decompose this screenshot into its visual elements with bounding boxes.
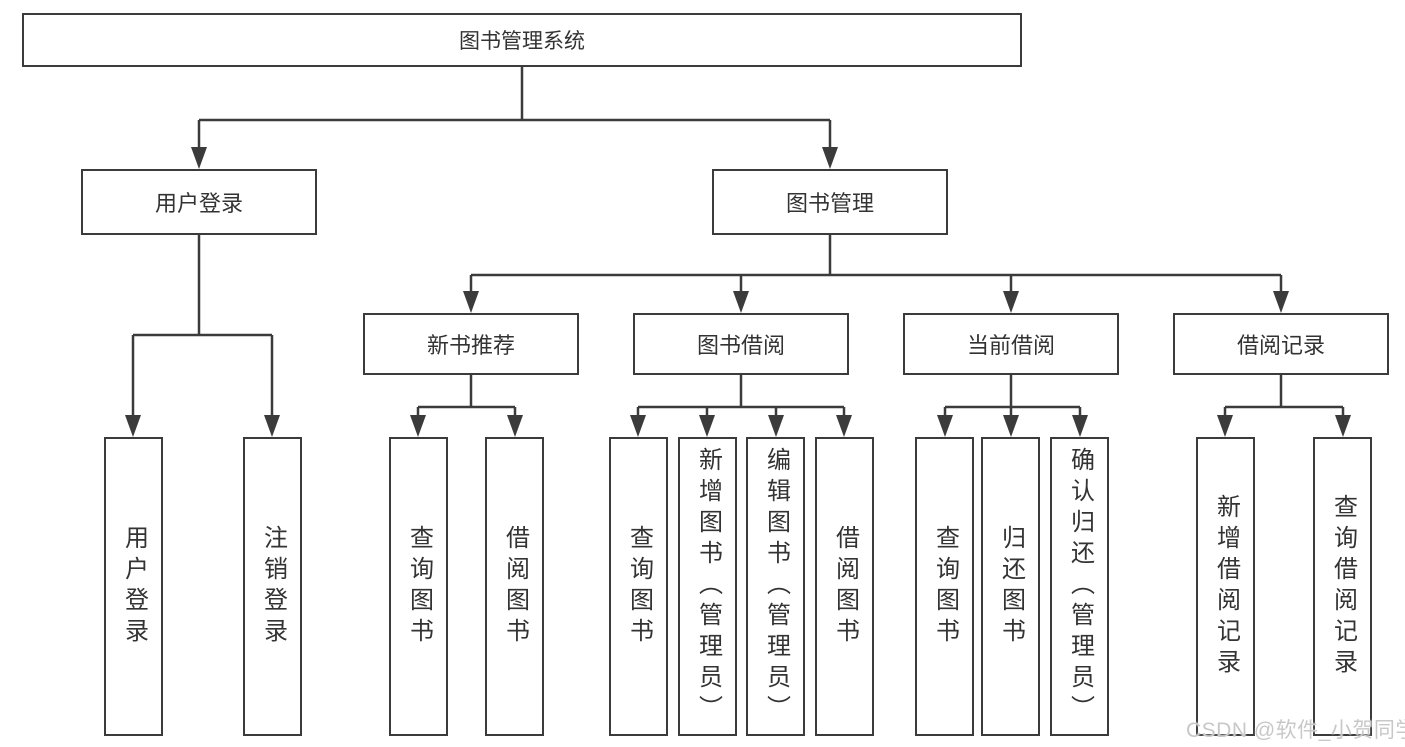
node-label: 借阅记录 — [1236, 333, 1325, 358]
leaf-query-books-recommend: 查询图书 — [389, 437, 448, 736]
leaf-label: 查询图书 — [625, 524, 653, 649]
node-user-login: 用户登录 — [81, 169, 317, 235]
leaf-add-borrow-record: 新增借阅记录 — [1196, 437, 1255, 736]
leaf-label: 编辑图书（管理员） — [762, 447, 790, 726]
leaf-user-login: 用户登录 — [104, 437, 163, 736]
leaf-label: 注销登录 — [259, 524, 287, 649]
leaf-label: 查询借阅记录 — [1329, 493, 1357, 680]
leaf-label: 归还图书 — [997, 524, 1025, 649]
leaf-add-book-admin: 新增图书（管理员） — [678, 437, 737, 736]
node-label: 当前借阅 — [966, 333, 1055, 358]
leaf-query-borrow-record: 查询借阅记录 — [1313, 437, 1372, 736]
node-library-management-system: 图书管理系统 — [22, 13, 1022, 67]
leaf-confirm-return-admin: 确认归还（管理员） — [1050, 437, 1109, 736]
leaf-label: 用户登录 — [120, 524, 148, 649]
leaf-borrow-books-borrowing: 借阅图书 — [815, 437, 874, 736]
node-label: 图书管理 — [785, 191, 874, 216]
node-book-borrowing: 图书借阅 — [633, 313, 849, 375]
leaf-label: 借阅图书 — [501, 524, 529, 649]
node-current-borrowing: 当前借阅 — [903, 313, 1119, 375]
leaf-query-books-borrowing: 查询图书 — [609, 437, 668, 736]
leaf-label: 查询图书 — [405, 524, 433, 649]
leaf-return-books: 归还图书 — [981, 437, 1040, 736]
arrowheads — [125, 147, 1351, 437]
leaf-edit-book-admin: 编辑图书（管理员） — [746, 437, 805, 736]
node-label: 用户登录 — [154, 191, 243, 216]
node-new-book-recommendation: 新书推荐 — [363, 313, 579, 375]
leaf-query-books-current: 查询图书 — [915, 437, 974, 736]
watermark-text: CSDN @软件_小贺同学 — [1186, 719, 1405, 742]
connector-lines — [131, 67, 1345, 419]
leaf-logout: 注销登录 — [243, 437, 302, 736]
leaf-label: 确认归还（管理员） — [1066, 447, 1094, 726]
leaf-label: 查询图书 — [931, 524, 959, 649]
node-label: 新书推荐 — [426, 333, 515, 358]
node-label: 图书管理系统 — [459, 30, 585, 53]
leaf-borrow-books-recommend: 借阅图书 — [485, 437, 544, 736]
leaf-label: 新增图书（管理员） — [694, 447, 722, 726]
leaf-label: 新增借阅记录 — [1212, 493, 1240, 680]
node-label: 图书借阅 — [696, 333, 785, 358]
node-borrowing-records: 借阅记录 — [1173, 313, 1389, 375]
leaf-label: 借阅图书 — [831, 524, 859, 649]
node-book-management: 图书管理 — [712, 169, 948, 235]
